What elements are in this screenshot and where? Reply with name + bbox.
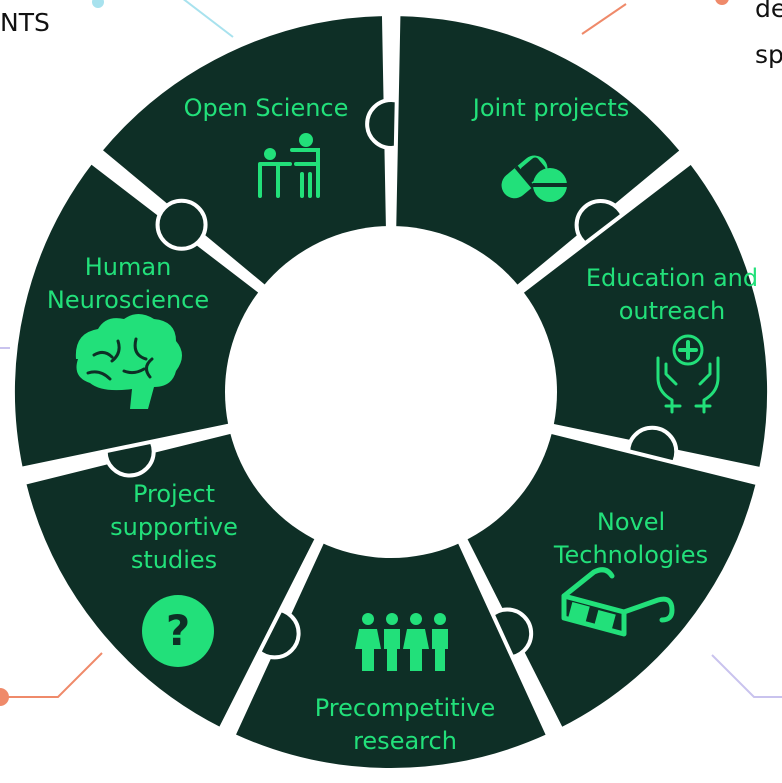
segment-label-line: studies xyxy=(131,546,217,574)
corner-text-top-right-1: de xyxy=(755,0,782,23)
connector-line-bottom-right xyxy=(711,654,782,698)
svg-text:?: ? xyxy=(166,606,190,655)
connector-dot-top-left xyxy=(92,0,104,8)
segment-label-line: Novel xyxy=(597,508,665,536)
hands-holding-medical-icon xyxy=(656,334,720,414)
3d-glasses-icon xyxy=(561,567,675,637)
connector-line-top-left xyxy=(182,0,234,38)
segment-label-line: Technologies xyxy=(553,541,708,569)
capsule-pill-icon xyxy=(501,155,567,202)
connector-line-bottom-left xyxy=(0,652,103,698)
segment-label-4: Precompetitive research xyxy=(315,694,496,755)
segment-label-line: Joint projects xyxy=(471,94,629,122)
ring-center xyxy=(225,226,557,558)
corner-text-top-left: NTS xyxy=(0,8,50,37)
teacher-student-icon xyxy=(258,133,320,198)
segment-label-1: Joint projects xyxy=(471,94,629,122)
brain-icon xyxy=(75,314,182,409)
segment-label-line: Human xyxy=(85,253,172,281)
segment-label-line: Education and xyxy=(586,264,758,292)
segment-label-line: research xyxy=(353,727,457,755)
segment-label-5: Project supportive studies xyxy=(110,480,238,574)
connector-line-top-right xyxy=(581,3,627,35)
connector-dot-top-right xyxy=(715,0,729,5)
connector-dot-bottom-left xyxy=(0,688,9,706)
segment-label-line: supportive xyxy=(110,513,238,541)
connector-lines xyxy=(0,0,782,706)
group-of-people-icon xyxy=(355,613,448,671)
segment-label-line: Open Science xyxy=(184,94,349,122)
segment-label-line: Neuroscience xyxy=(47,286,209,314)
puzzle-knob-6 xyxy=(155,198,208,251)
segment-label-line: Project xyxy=(133,480,215,508)
segment-label-2: Education and outreach xyxy=(586,264,758,325)
segment-label-0: Open Science xyxy=(184,94,349,122)
segment-label-line: outreach xyxy=(619,297,726,325)
segment-label-line: Precompetitive xyxy=(315,694,496,722)
question-circle-icon: ? xyxy=(142,595,214,667)
corner-text-top-right-2: sp xyxy=(755,40,782,69)
